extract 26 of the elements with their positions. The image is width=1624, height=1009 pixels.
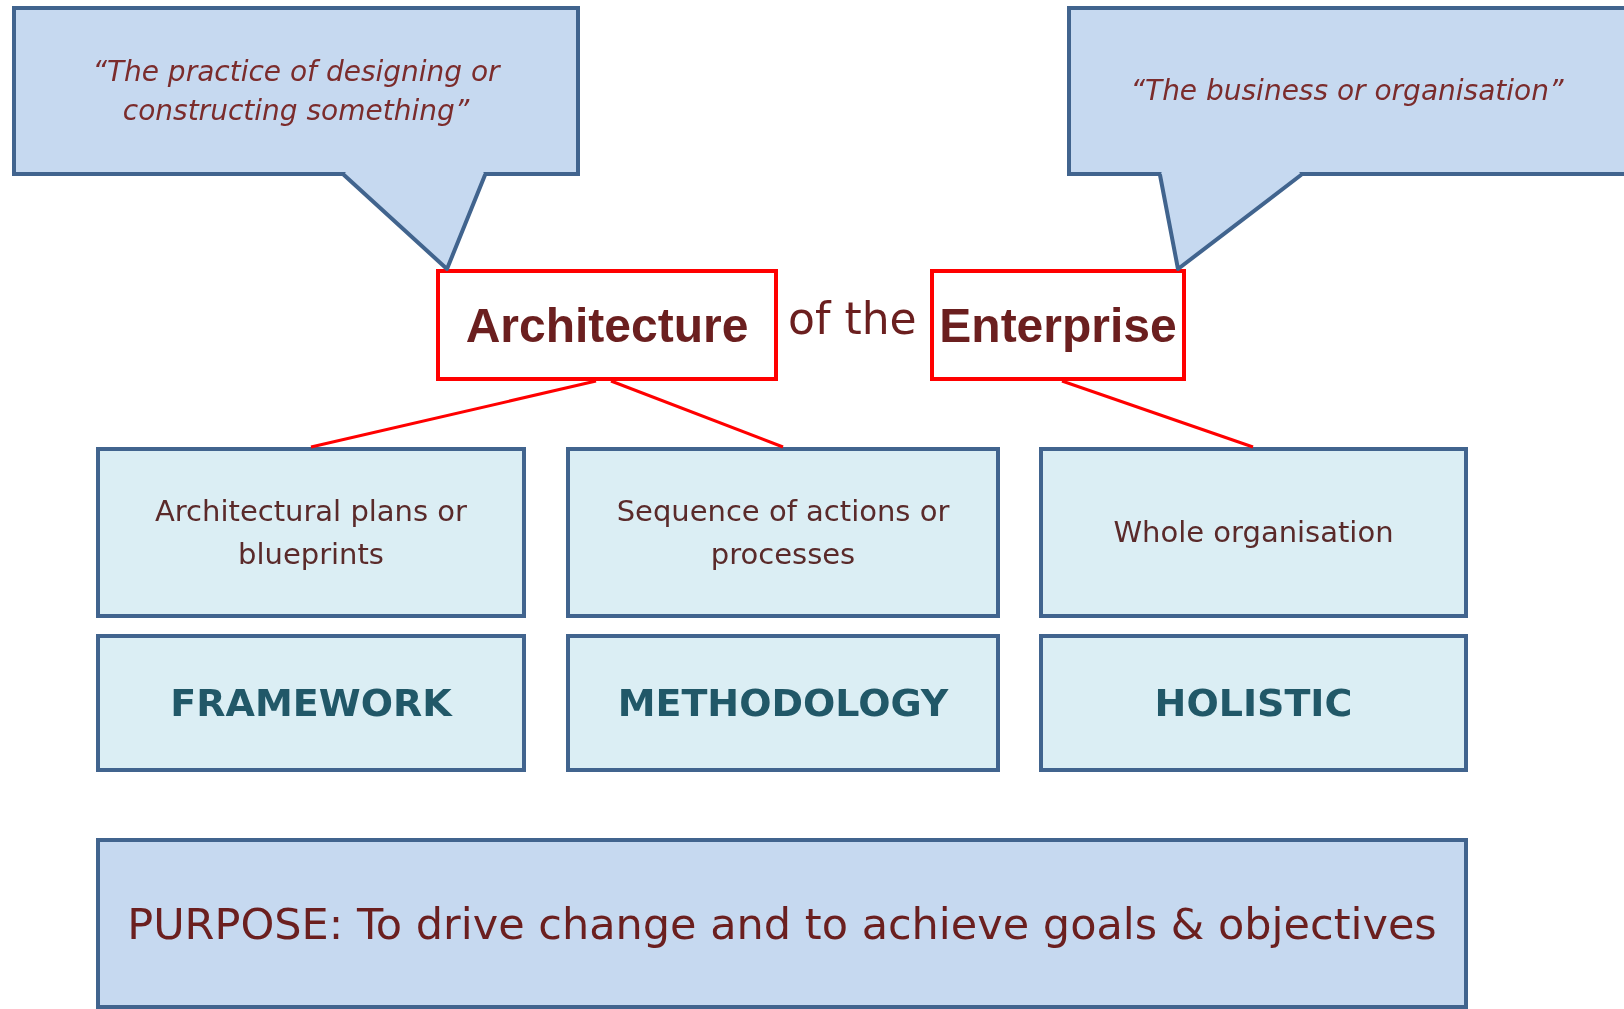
connector-line [310, 379, 597, 449]
concept-box [96, 447, 526, 618]
box-text: Whole organisation [1113, 514, 1394, 552]
quote-text: “The business or organisation” [1130, 73, 1564, 110]
concept-box [1039, 447, 1468, 618]
box-text: FRAMEWORK [170, 681, 452, 725]
callout-pointer [342, 173, 487, 271]
concept-box [566, 634, 1000, 772]
box-text: Sequence of actions or processes [615, 493, 951, 573]
quote-text: “The practice of designing or constructing something” [91, 53, 502, 129]
connector-line [1061, 379, 1254, 449]
purpose-banner [96, 838, 1468, 1009]
box-text: Enterprise [939, 297, 1177, 353]
highlight-box [930, 269, 1186, 381]
box-text: Architectural plans or blueprints [154, 493, 468, 573]
box-text: Architecture [465, 297, 749, 353]
callout-pointer [1158, 173, 1303, 271]
box-text: PURPOSE: To drive change and to achieve goals & objectives [127, 898, 1437, 949]
concept-box [1039, 634, 1468, 772]
connector-line [610, 379, 784, 449]
highlight-box [436, 269, 778, 381]
concept-box [96, 634, 526, 772]
box-text: METHODOLOGY [617, 681, 949, 725]
box-text: HOLISTIC [1154, 681, 1353, 725]
concept-box [566, 447, 1000, 618]
connecting-words: of the [788, 293, 917, 344]
